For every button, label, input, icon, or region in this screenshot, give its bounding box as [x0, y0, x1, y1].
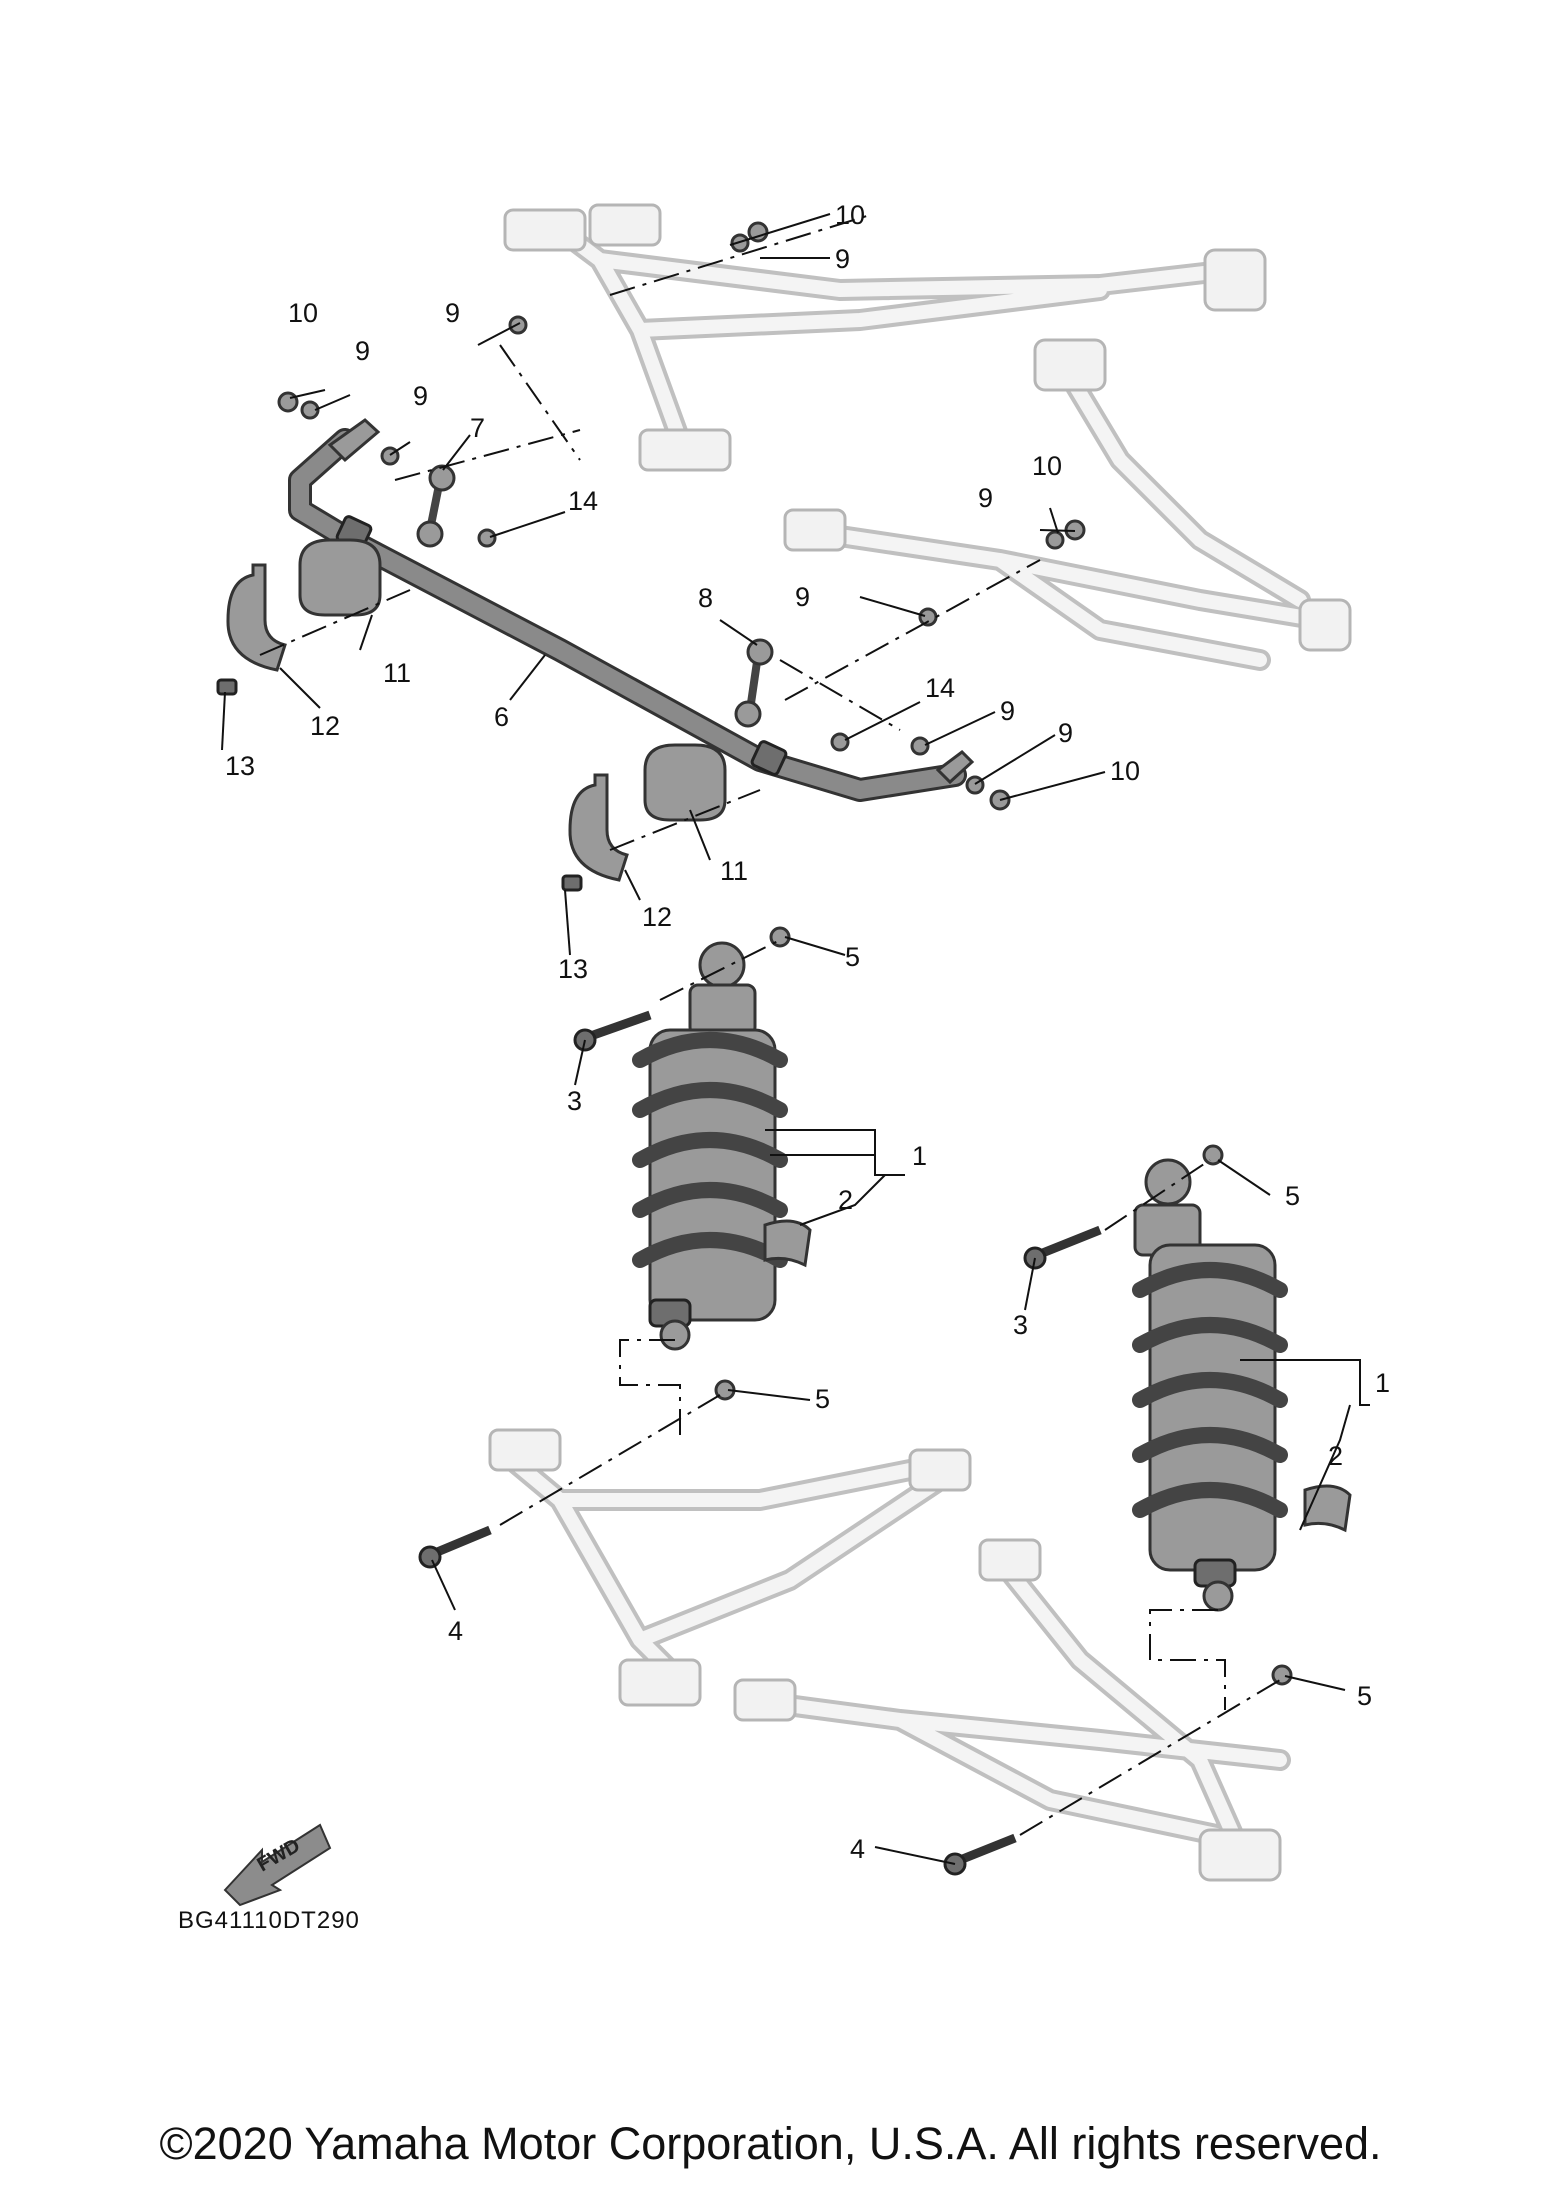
callout-7: 7 — [470, 413, 485, 443]
callout-11: 11 — [720, 856, 748, 886]
bushing-bracket-right — [561, 743, 727, 892]
callout-10: 10 — [288, 298, 318, 328]
bolts — [418, 1010, 1102, 1876]
callout-9: 9 — [795, 582, 810, 612]
callout-4: 4 — [850, 1834, 865, 1864]
callout-3: 3 — [567, 1086, 582, 1116]
callout-12: 12 — [310, 711, 340, 741]
callout-13: 13 — [558, 954, 588, 984]
callout-1: 1 — [912, 1141, 927, 1171]
lower-a-arm-ghost-right — [733, 1538, 1291, 1882]
callout-9: 9 — [355, 336, 370, 366]
upper-a-arm-ghost-right — [783, 338, 1352, 671]
callout-2: 2 — [1328, 1441, 1343, 1471]
lower-a-arm-ghost-left — [488, 1428, 972, 1707]
callout-9: 9 — [835, 244, 850, 274]
fwd-arrow-icon: FWD — [223, 1823, 332, 1907]
callout-5: 5 — [815, 1384, 830, 1414]
callout-10: 10 — [1032, 451, 1062, 481]
stabilizer-bar — [288, 418, 975, 802]
callout-3: 3 — [1013, 1310, 1028, 1340]
callout-14: 14 — [925, 673, 955, 703]
callout-4: 4 — [448, 1616, 463, 1646]
callout-14: 14 — [568, 486, 598, 516]
callout-5: 5 — [1357, 1681, 1372, 1711]
stabilizer-link-7 — [416, 464, 456, 548]
bushing-bracket-left — [216, 538, 382, 696]
callout-9: 9 — [978, 483, 993, 513]
callout-12: 12 — [642, 902, 672, 932]
callouts: 10 9 10 9 9 9 7 14 10 9 9 8 11 12 13 6 1… — [225, 200, 1390, 1864]
callout-5: 5 — [845, 942, 860, 972]
hardware — [277, 221, 1293, 1686]
diagram-code: BG41110DT290 — [178, 1907, 360, 1934]
callout-2: 2 — [838, 1185, 853, 1215]
callout-9: 9 — [1000, 696, 1015, 726]
callout-11: 11 — [383, 658, 411, 688]
callout-9: 9 — [445, 298, 460, 328]
callout-9: 9 — [413, 381, 428, 411]
callout-9: 9 — [1058, 718, 1073, 748]
callout-6: 6 — [494, 702, 509, 732]
callout-10: 10 — [835, 200, 865, 230]
callout-13: 13 — [225, 751, 255, 781]
stabilizer-link-8 — [734, 638, 774, 728]
callout-5: 5 — [1285, 1181, 1300, 1211]
callout-1: 1 — [1375, 1368, 1390, 1398]
callout-10: 10 — [1110, 756, 1140, 786]
callout-8: 8 — [698, 583, 713, 613]
leader-lines — [221, 213, 1370, 1865]
shock-absorber-left — [632, 941, 812, 1351]
shock-absorber-right — [1132, 1158, 1352, 1612]
copyright-notice: ©2020 Yamaha Motor Corporation, U.S.A. A… — [159, 2118, 1382, 2169]
upper-a-arm-ghost-top — [503, 203, 1267, 472]
